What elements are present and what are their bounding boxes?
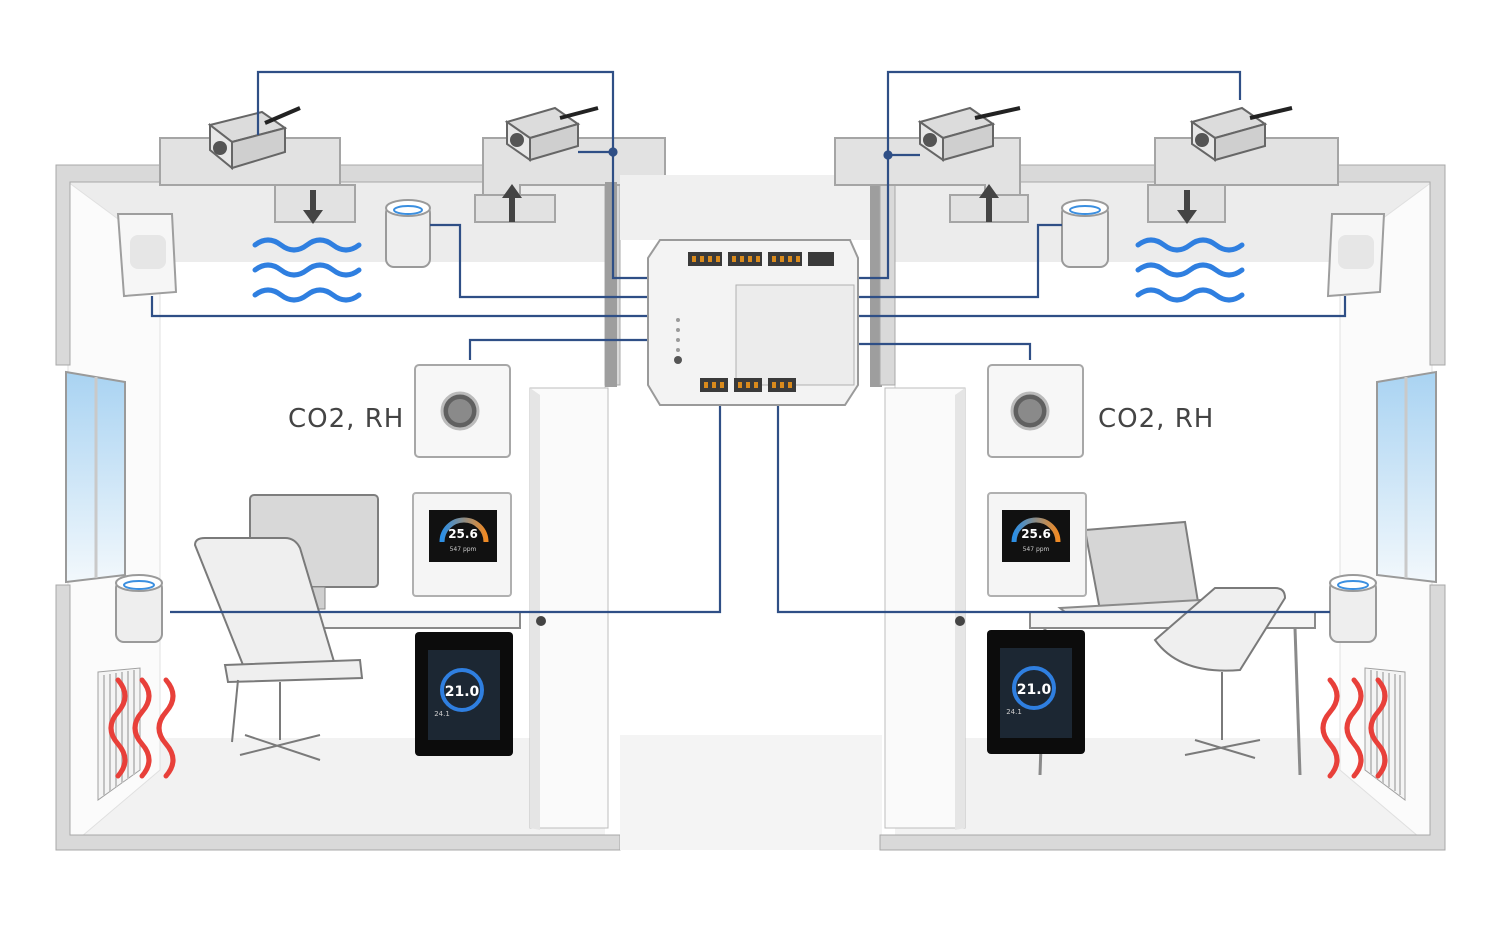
cooling-waves-icon xyxy=(252,237,362,303)
valve-actuator-icon xyxy=(1329,574,1377,643)
door-icon xyxy=(884,387,966,830)
thermostat-dark-icon: 21.0 24.1 xyxy=(987,630,1085,754)
thermostat-dark-setpoint: 24.1 xyxy=(434,710,450,718)
heating-waves-icon xyxy=(108,677,176,779)
thermostat-co2: 547 ppm xyxy=(450,546,477,553)
thermostat-dark-icon: 21.0 24.1 xyxy=(415,632,513,756)
right-wall-lower xyxy=(879,584,1446,851)
left-room-sensor-label: CO2, RH xyxy=(288,404,405,434)
valve-actuator-icon xyxy=(1061,199,1109,268)
radiator-icon xyxy=(1364,667,1406,801)
thermostat-dark-temperature: 21.0 xyxy=(1017,682,1052,698)
thermostat-color-icon: 25.6 547 ppm xyxy=(412,492,512,597)
radiator-icon xyxy=(97,667,141,801)
right-room-sensor-label: CO2, RH xyxy=(1098,404,1215,434)
left-floor xyxy=(68,738,605,848)
controller-icon xyxy=(647,239,859,406)
room-sensor-icon xyxy=(987,364,1084,458)
right-room: 25.6 547 ppm 21.0 24.1 xyxy=(834,106,1446,851)
airflow-arrow-icon xyxy=(303,184,522,224)
thermostat-co2: 547 ppm xyxy=(1023,546,1050,553)
heating-waves-icon xyxy=(1320,677,1388,779)
damper-actuator-icon xyxy=(504,106,599,162)
damper-actuator-icon xyxy=(1189,106,1293,162)
valve-actuator-icon xyxy=(115,574,163,643)
right-floor xyxy=(895,738,1432,848)
presence-sensor-icon xyxy=(1326,213,1386,298)
cooling-waves-icon xyxy=(1135,237,1245,303)
window-icon xyxy=(65,370,126,584)
wiring xyxy=(150,70,1347,614)
valve-actuator-icon xyxy=(385,199,431,268)
left-room: 25.6 547 ppm 21.0 24.1 xyxy=(55,106,666,851)
window-icon xyxy=(1376,370,1437,584)
presence-sensor-icon xyxy=(116,213,178,298)
thermostat-dark-temperature: 21.0 xyxy=(445,684,480,700)
chair-icon xyxy=(1153,587,1287,759)
right-wall-outline xyxy=(879,164,1446,386)
thermostat-temperature: 25.6 xyxy=(448,527,478,541)
damper-actuator-icon xyxy=(207,106,301,171)
thermostat-dark-setpoint: 24.1 xyxy=(1006,708,1022,716)
airflow-arrow-icon xyxy=(979,184,1197,224)
room-sensor-icon xyxy=(414,364,511,458)
chair-icon xyxy=(193,537,364,761)
thermostat-temperature: 25.6 xyxy=(1021,527,1051,541)
thermostat-color-icon: 25.6 547 ppm xyxy=(987,492,1087,597)
door-icon xyxy=(529,387,609,830)
damper-actuator-icon xyxy=(917,106,1021,162)
